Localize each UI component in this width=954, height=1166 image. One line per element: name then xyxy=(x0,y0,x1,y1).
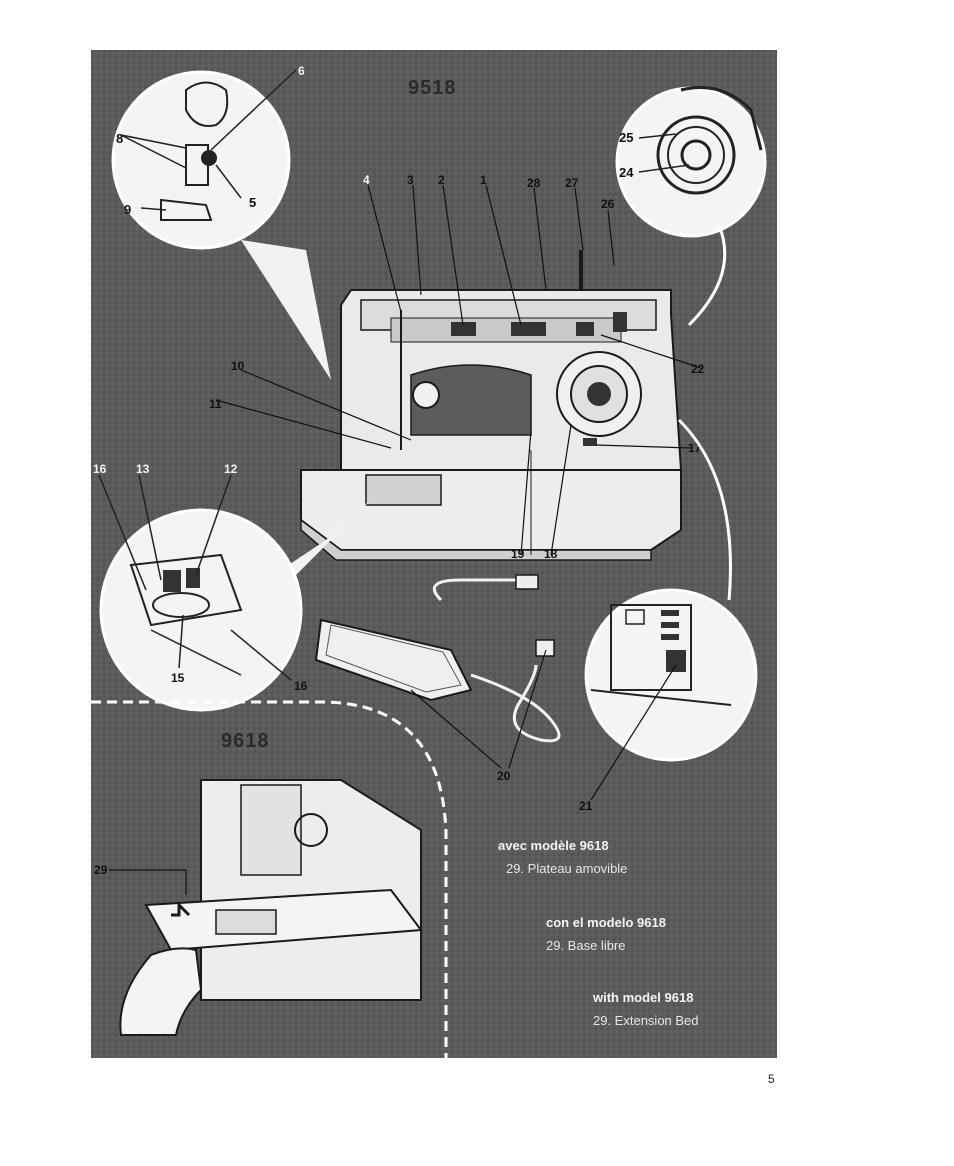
caption-item: 29. Plateau amovible xyxy=(506,861,628,876)
sewing-machine-body xyxy=(300,250,683,561)
caption-heading: with model 9618 xyxy=(593,990,694,1005)
callout-26: 26 xyxy=(601,197,615,211)
callout-2: 2 xyxy=(438,173,445,187)
inset-divider xyxy=(91,700,448,1058)
callout-5: 5 xyxy=(249,195,256,210)
bobbin-winder-detail: 25 24 xyxy=(615,86,767,327)
callout-27: 27 xyxy=(565,176,579,190)
callout-20: 20 xyxy=(497,769,511,783)
caption-item: 29. Extension Bed xyxy=(593,1013,699,1028)
extension-bed-detail: 29 xyxy=(94,779,423,1036)
callout-15: 15 xyxy=(171,671,185,685)
callout-12: 12 xyxy=(224,462,238,476)
needle-plate-detail: 16 13 12 15 16 xyxy=(93,462,376,712)
callout-21: 21 xyxy=(579,799,593,813)
caption-heading: con el modelo 9618 xyxy=(546,915,666,930)
callout-13: 13 xyxy=(136,462,150,476)
callout-11: 11 xyxy=(209,397,222,411)
callout-3: 3 xyxy=(407,173,414,187)
callout-24: 24 xyxy=(619,165,634,180)
callout-16-upper: 16 xyxy=(93,462,107,476)
leader-lines xyxy=(215,184,702,556)
caption-english: with model 9618 29. Extension Bed xyxy=(593,990,699,1028)
callout-9: 9 xyxy=(124,202,131,217)
model-label-bottom: 9618 xyxy=(221,730,270,752)
callout-22: 22 xyxy=(691,362,705,376)
socket-detail: 21 xyxy=(579,418,758,813)
foot-control: 20 xyxy=(314,574,561,783)
callout-6: 6 xyxy=(298,64,305,78)
callout-29: 29 xyxy=(94,863,108,877)
callout-10: 10 xyxy=(231,359,245,373)
callout-8: 8 xyxy=(116,131,123,146)
sewing-machine-illustration: 8 9 5 6 25 24 xyxy=(91,50,777,1058)
model-label-top: 9518 xyxy=(408,77,457,99)
callout-16-lower: 16 xyxy=(294,679,308,693)
callout-18: 18 xyxy=(544,547,558,561)
illustration-plate: 8 9 5 6 25 24 xyxy=(91,50,777,1058)
caption-item: 29. Base libre xyxy=(546,938,626,953)
presser-foot-detail: 8 9 5 6 xyxy=(111,64,331,380)
callout-1: 1 xyxy=(480,173,487,187)
caption-heading: avec modèle 9618 xyxy=(498,838,609,853)
caption-spanish: con el modelo 9618 29. Base libre xyxy=(546,915,666,953)
callout-25: 25 xyxy=(619,130,633,145)
page-number: 5 xyxy=(768,1072,775,1086)
callout-4: 4 xyxy=(363,173,370,187)
callout-19: 19 xyxy=(511,547,525,561)
caption-french: avec modèle 9618 29. Plateau amovible xyxy=(498,838,627,876)
callout-28: 28 xyxy=(527,176,541,190)
